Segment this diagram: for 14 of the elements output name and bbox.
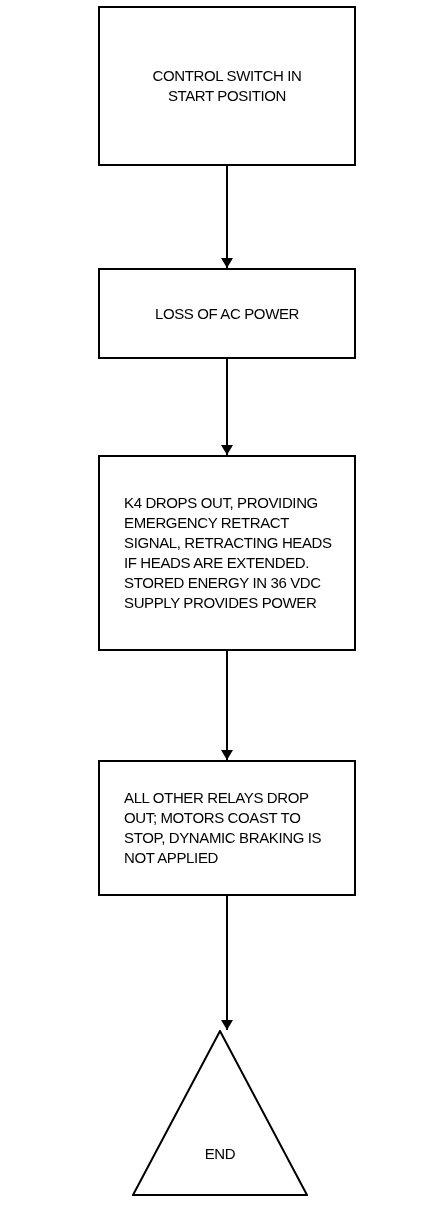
arrow xyxy=(221,358,233,456)
process-box xyxy=(98,760,356,896)
step-text: LOSS OF AC POWER xyxy=(155,303,299,324)
arrow xyxy=(221,650,233,761)
step-text: ALL OTHER RELAYS DROP OUT; MOTORS COAST TO STOP, DYNAMIC BRAKING IS NOT APPLIED xyxy=(124,788,322,868)
process-box xyxy=(98,268,356,359)
step-text: CONTROL SWITCH IN START POSITION xyxy=(151,66,303,106)
process-box xyxy=(98,455,356,651)
step-text: END xyxy=(204,1144,236,1164)
step-text: K4 DROPS OUT, PROVIDING EMERGENCY RETRACT SIGNAL, RETRACTING HEADS IF HEADS ARE EXTENDED. STORED ENERGY IN 36 VDC SUPPLY PROVIDES POWER xyxy=(124,493,333,613)
process-box xyxy=(98,6,356,166)
arrow xyxy=(221,895,233,1031)
arrow xyxy=(221,165,233,269)
end-triangle xyxy=(132,1030,308,1196)
